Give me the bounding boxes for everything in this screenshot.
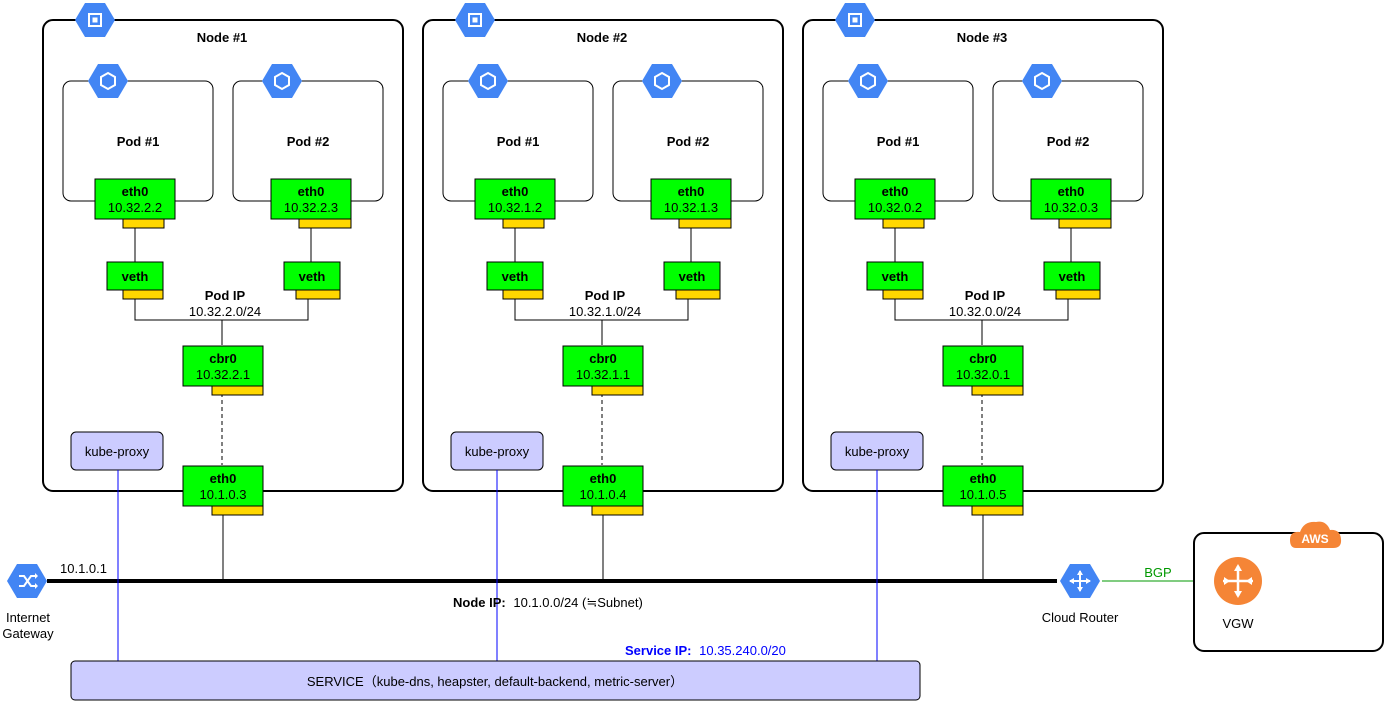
kube-proxy-box [70, 431, 164, 471]
interface-label: eth0 [122, 184, 149, 199]
interface-label: veth [502, 269, 529, 284]
node-ip-caption: Node IP: 10.1.0.0/24 (≒Subnet) [453, 595, 643, 610]
veth-interface [1043, 261, 1101, 291]
node-2: Node #2 Pod #1 Pod #2 eth0 10.32.1.2 eth… [422, 3, 784, 516]
veth-interface [486, 261, 544, 291]
pod-ip-value: 10.32.0.0/24 [949, 304, 1021, 319]
kube-proxy-label: kube-proxy [465, 444, 530, 459]
service-box [70, 660, 921, 701]
node-3: Node #3 Pod #1 Pod #2 eth0 10.32.0.2 eth… [802, 3, 1164, 516]
interface-label: eth0 [590, 471, 617, 486]
interface-label: veth [122, 269, 149, 284]
interface-label: eth0 [970, 471, 997, 486]
compute-engine-icon [835, 3, 875, 37]
vgw-router-icon [1214, 557, 1262, 605]
pod-ip-label: Pod IP [205, 288, 246, 303]
node-ip-label: Node IP: [453, 595, 506, 610]
aws-badge-label: AWS [1301, 532, 1328, 546]
cbr0-bridge [942, 345, 1024, 387]
interface-ip: 10.1.0.4 [580, 487, 627, 502]
aws-cloud-icon: AWS [1290, 521, 1342, 548]
node-title: Node #3 [957, 30, 1008, 45]
pod-title: Pod #1 [117, 134, 160, 149]
pod-ip-value: 10.32.2.0/24 [189, 304, 261, 319]
interface-ip: 10.32.1.3 [664, 200, 718, 215]
interface-ip: 10.32.0.3 [1044, 200, 1098, 215]
cbr0-bridge [182, 345, 264, 387]
node-title: Node #2 [577, 30, 628, 45]
service-ip-value: 10.35.240.0/20 [699, 643, 786, 658]
cloud-router-icon [1060, 564, 1100, 598]
internet-gateway-icon [7, 564, 47, 598]
vgw-label: VGW [1222, 616, 1254, 631]
service-box-label: SERVICE（kube-dns, heapster, default-back… [307, 674, 683, 689]
kube-proxy-label: kube-proxy [85, 444, 150, 459]
pod-ip-label: Pod IP [965, 288, 1006, 303]
interface-ip: 10.32.2.3 [284, 200, 338, 215]
interface-label: veth [882, 269, 909, 284]
pod-eth0-interface [1030, 178, 1112, 220]
veth-interface [106, 261, 164, 291]
service-ip-caption: Service IP: 10.35.240.0/20 [625, 643, 786, 658]
interface-ip: 10.32.0.2 [868, 200, 922, 215]
service-ip-label: Service IP: [625, 643, 692, 658]
interface-ip: 10.32.0.1 [956, 367, 1010, 382]
gateway-ip: 10.1.0.1 [60, 561, 107, 576]
node-title: Node #1 [197, 30, 248, 45]
node-eth0-interface [182, 465, 264, 507]
veth-interface [866, 261, 924, 291]
pod-ip-label: Pod IP [585, 288, 626, 303]
pod-eth0-interface [270, 178, 352, 220]
veth-interface [663, 261, 721, 291]
node-1: Node #1 Pod #1 Pod #2 eth0 10.32.2.2 eth… [42, 3, 404, 516]
interface-ip: 10.32.1.2 [488, 200, 542, 215]
compute-engine-icon [75, 3, 115, 37]
node-eth0-interface [562, 465, 644, 507]
pod-title: Pod #1 [497, 134, 540, 149]
interface-label: veth [679, 269, 706, 284]
interface-label: eth0 [298, 184, 325, 199]
node-ip-value: 10.1.0.0/24 (≒Subnet) [513, 595, 642, 610]
kubernetes-pod-icon [1022, 64, 1062, 98]
node-eth0-interface [942, 465, 1024, 507]
pod-eth0-interface [474, 178, 556, 220]
bgp-label: BGP [1144, 565, 1171, 580]
pod-eth0-interface [94, 178, 176, 220]
kubernetes-pod-icon [88, 64, 128, 98]
pod-ip-value: 10.32.1.0/24 [569, 304, 641, 319]
cloud-router-label: Cloud Router [1042, 610, 1119, 625]
interface-label: veth [299, 269, 326, 284]
gateway-label-line1: Internet [6, 610, 50, 625]
compute-engine-icon [455, 3, 495, 37]
interface-ip: 10.32.1.1 [576, 367, 630, 382]
kubernetes-pod-icon [468, 64, 508, 98]
pod-eth0-interface [650, 178, 732, 220]
pod-title: Pod #2 [1047, 134, 1090, 149]
kubernetes-pod-icon [642, 64, 682, 98]
interface-ip: 10.32.2.2 [108, 200, 162, 215]
interface-ip: 10.1.0.3 [200, 487, 247, 502]
interface-label: eth0 [882, 184, 909, 199]
pod-eth0-interface [854, 178, 936, 220]
interface-label: cbr0 [209, 351, 236, 366]
interface-ip: 10.1.0.5 [960, 487, 1007, 502]
interface-label: cbr0 [969, 351, 996, 366]
pod-title: Pod #2 [667, 134, 710, 149]
interface-ip: 10.32.2.1 [196, 367, 250, 382]
cbr0-bridge [562, 345, 644, 387]
interface-label: cbr0 [589, 351, 616, 366]
kube-proxy-label: kube-proxy [845, 444, 910, 459]
pod-title: Pod #1 [877, 134, 920, 149]
interface-label: eth0 [502, 184, 529, 199]
interface-label: eth0 [678, 184, 705, 199]
kubernetes-pod-icon [262, 64, 302, 98]
interface-label: eth0 [1058, 184, 1085, 199]
pod-title: Pod #2 [287, 134, 330, 149]
kubernetes-pod-icon [848, 64, 888, 98]
interface-label: veth [1059, 269, 1086, 284]
veth-interface [283, 261, 341, 291]
interface-label: eth0 [210, 471, 237, 486]
gateway-label-line2: Gateway [2, 626, 54, 641]
